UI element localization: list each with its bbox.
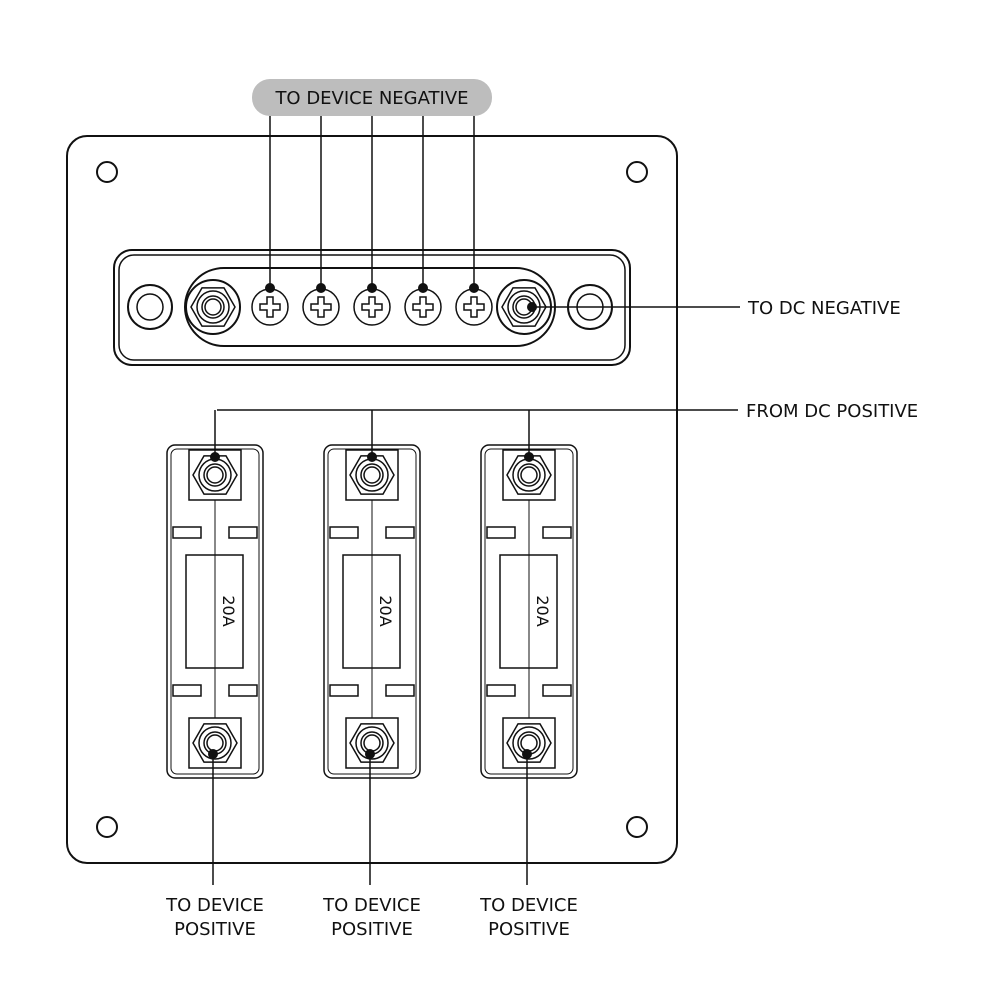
- device-negative-pill: [252, 79, 492, 116]
- dc-negative-dot: [527, 302, 537, 312]
- wire-dot: [210, 452, 220, 462]
- dc-negative-label: TO DC NEGATIVE: [747, 298, 901, 319]
- bus-screw-2: [353, 116, 391, 326]
- plus-screw-icon: [361, 296, 383, 318]
- bus-screw-1: [302, 116, 340, 326]
- device-positive-label-line1: TO DEVICE: [165, 895, 264, 916]
- terminal-block-bottom: [188, 717, 242, 769]
- plus-screw-icon: [463, 296, 485, 318]
- plus-screw-icon: [259, 296, 281, 318]
- wire-dot: [418, 283, 428, 293]
- bus-screw-4: [455, 116, 493, 326]
- stud-0: [185, 279, 241, 335]
- device-positive-label-line2: POSITIVE: [488, 919, 570, 940]
- device-positive-label-line1: TO DEVICE: [322, 895, 421, 916]
- bus-screw-3: [404, 116, 442, 326]
- device-negative-label: TO DEVICE NEGATIVE: [274, 88, 468, 109]
- wire-dot: [524, 452, 534, 462]
- device-positive-label-line2: POSITIVE: [331, 919, 413, 940]
- dc-positive-label: FROM DC POSITIVE: [746, 401, 918, 422]
- fuse-holder-1: 20A TO DEVICE POSITIVE: [322, 410, 421, 940]
- terminal-block-bottom: [502, 717, 556, 769]
- wire-dot: [265, 283, 275, 293]
- fuse-rating: 20A: [533, 595, 552, 626]
- plus-screw-icon: [412, 296, 434, 318]
- wire-dot: [316, 283, 326, 293]
- terminal-block-bottom: [345, 717, 399, 769]
- fuse-rating: 20A: [219, 595, 238, 626]
- wire-dot: [367, 283, 377, 293]
- mount-hole-tr: [626, 161, 648, 183]
- device-positive-label-line2: POSITIVE: [174, 919, 256, 940]
- fuse-holder-2: 20A TO DEVICE POSITIVE: [479, 410, 578, 940]
- bus-screw-0: [251, 116, 289, 326]
- mount-hole-br: [626, 816, 648, 838]
- wire-dot: [469, 283, 479, 293]
- device-positive-label-line1: TO DEVICE: [479, 895, 578, 916]
- fuse-holder-0: 20A TO DEVICE POSITIVE: [165, 410, 264, 940]
- plus-screw-icon: [310, 296, 332, 318]
- wire-dot: [367, 452, 377, 462]
- fuse-rating: 20A: [376, 595, 395, 626]
- mount-hole-tl: [96, 161, 118, 183]
- mount-hole-bl: [96, 816, 118, 838]
